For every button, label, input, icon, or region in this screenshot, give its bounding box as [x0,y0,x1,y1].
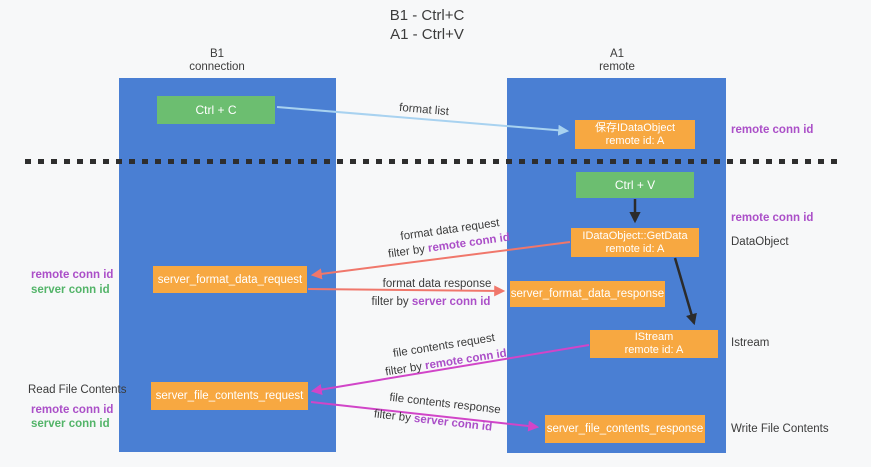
annotation-istream: Istream [731,337,770,349]
format-data-response-arrow [307,285,506,297]
format-list-arrow [276,106,570,136]
lane-b1-subtitle: connection [189,61,245,73]
file-contents-request-arrow [310,344,590,395]
server-format-data-response-box: server_format_data_response [510,281,665,307]
lane-b1-title: B1 [209,48,225,60]
lane-a1-subtitle: remote [599,61,635,73]
getdata-line2: remote id: A [605,242,665,255]
lane-header-b1: B1 connection [189,48,245,74]
istream-line2: remote id: A [624,344,684,356]
save-dataobject-line2: remote id: A [605,134,665,147]
getdata-box: IDataObject::GetData remote id: A [571,228,699,257]
annotation-left-remote-conn-id-top: remote conn id [31,269,114,281]
filter-by-text: filter by [371,296,412,308]
format-data-request-arrow [310,241,571,280]
annotation-remote-conn-id-top: remote conn id [731,124,814,136]
lane-a1-title: A1 [609,48,625,60]
diagram-title: B1 - Ctrl+C A1 - Ctrl+V [390,6,465,44]
ctrl-v-box: Ctrl + V [576,172,694,198]
annotation-left-remote-conn-id-bottom: remote conn id [31,404,114,416]
lane-header-a1: A1 remote [599,48,635,74]
server-file-contents-response-box: server_file_contents_response [545,415,705,443]
server-format-data-response-label: server_format_data_response [510,288,665,300]
annotation-dataobject: DataObject [731,236,789,248]
ctrl-v-label: Ctrl + V [614,178,656,192]
save-dataobject-box: 保存IDataObject remote id: A [575,120,695,149]
istream-line1: IStream [634,331,674,343]
phase-divider-dashed-line [25,159,838,164]
server-file-contents-request-box: server_file_contents_request [151,382,308,410]
save-dataobject-line1: 保存IDataObject [594,121,676,134]
format-data-response-filter: filter by server conn id [372,296,491,308]
annotation-left-server-conn-id-bottom: server conn id [31,418,110,430]
annotation-write-file-contents: Write File Contents [731,423,829,435]
server-file-contents-request-label: server_file_contents_request [155,390,304,402]
format-data-response-label: format data response [382,278,492,290]
server-file-contents-response-label: server_file_contents_response [546,423,704,435]
annotation-read-file-contents: Read File Contents [28,384,127,396]
getdata-to-istream-arrow [673,257,697,326]
annotation-left-server-conn-id-top: server conn id [31,284,110,296]
server-format-data-request-label: server_format_data_request [157,273,303,286]
title-line-1: B1 - Ctrl+C [389,7,465,24]
title-line-2: A1 - Ctrl+V [390,26,464,43]
istream-box: IStream remote id: A [590,330,718,358]
filter-key-server-conn-id: server conn id [411,296,491,308]
annotation-remote-conn-id-mid: remote conn id [731,212,814,224]
ctrl-c-box: Ctrl + C [157,96,275,124]
server-format-data-request-box: server_format_data_request [153,266,307,293]
file-contents-response-arrow [310,401,540,432]
ctrl-c-label: Ctrl + C [195,103,237,117]
getdata-line1: IDataObject::GetData [582,229,688,242]
